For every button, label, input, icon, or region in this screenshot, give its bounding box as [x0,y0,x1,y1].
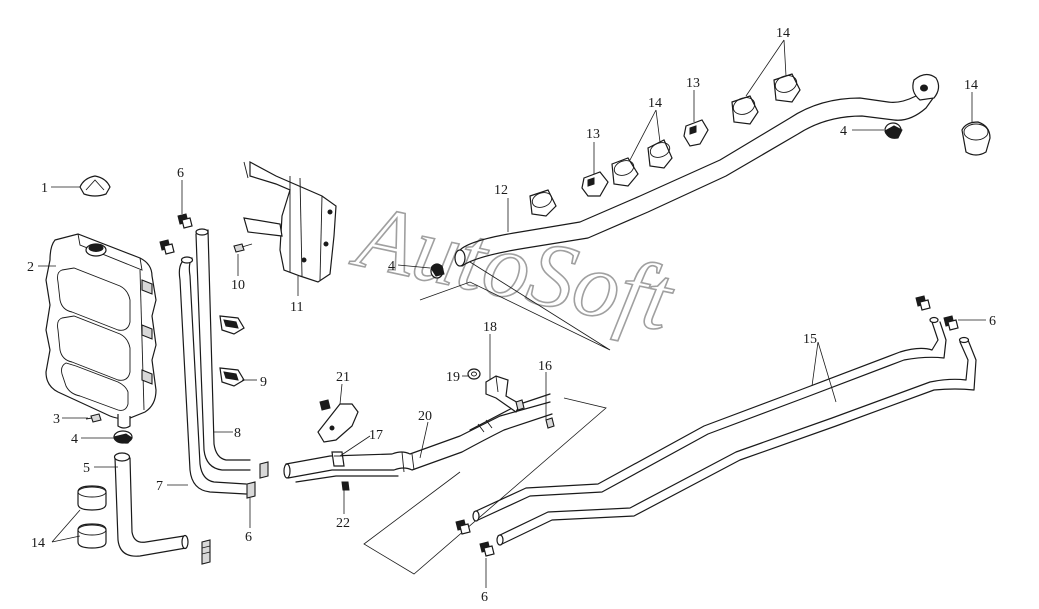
part-14-rings-upper [529,73,991,217]
callout-21: 21 [336,370,350,385]
part-10-bolt [233,243,253,253]
callout-1: 1 [41,181,48,196]
callout-6: 6 [245,530,252,545]
callout-14: 14 [964,78,978,93]
callout-16: 16 [538,359,552,374]
callout-19: 19 [446,370,460,385]
part-8-hose [195,228,251,471]
callout-15: 15 [803,332,817,347]
part-20-pipe [283,393,553,483]
callout-6: 6 [177,166,184,181]
part-9-brackets [219,315,245,387]
callout-11: 11 [290,300,303,315]
part-4-clamp-right [884,122,903,139]
part-3-screw [85,413,102,423]
leader-lines [38,39,986,588]
part-6-fittings-right [455,295,959,557]
callout-6: 6 [989,314,996,329]
part-13-clips [581,119,709,197]
part-15-lower-hoses [472,316,977,546]
part-12-upper-hose [454,73,940,267]
callout-3: 3 [53,412,60,427]
callout-4: 4 [388,259,395,274]
callout-20: 20 [418,409,432,424]
part-14-rings-left [77,485,107,549]
part-4-clamp-tank [113,430,133,444]
part-18-bracket [485,375,521,413]
callout-4: 4 [71,432,78,447]
part-5-tank-hose [113,452,189,557]
part-19-washer [467,368,481,380]
part-1-cap [79,175,111,197]
callout-22: 22 [336,516,350,531]
callout-14: 14 [648,96,662,111]
part-22-nut [341,481,350,491]
part-7-hose [178,256,247,495]
callout-8: 8 [234,426,241,441]
callout-7: 7 [156,479,163,494]
callout-14: 14 [31,536,45,551]
part-21-clamp-plate [317,399,359,443]
part-2-expansion-tank [45,233,157,429]
callout-4: 4 [840,124,847,139]
callout-17: 17 [369,428,383,443]
callout-18: 18 [483,320,497,335]
callout-5: 5 [83,461,90,476]
part-6-fittings-left [159,213,269,565]
callout-13: 13 [586,127,600,142]
callout-9: 9 [260,375,267,390]
callout-labels: 1 2 3 4 5 14 6 10 11 9 8 7 6 4 12 13 14 … [27,26,996,605]
callout-14: 14 [776,26,790,41]
assembly-guidelines [363,261,611,575]
callout-10: 10 [231,278,245,293]
callout-13: 13 [686,76,700,91]
part-16-bolts [515,399,555,429]
callout-2: 2 [27,260,34,275]
callout-12: 12 [494,183,508,198]
callout-6: 6 [481,590,488,605]
part-4-clamp-middle [430,263,445,279]
part-11-bracket [243,160,337,283]
